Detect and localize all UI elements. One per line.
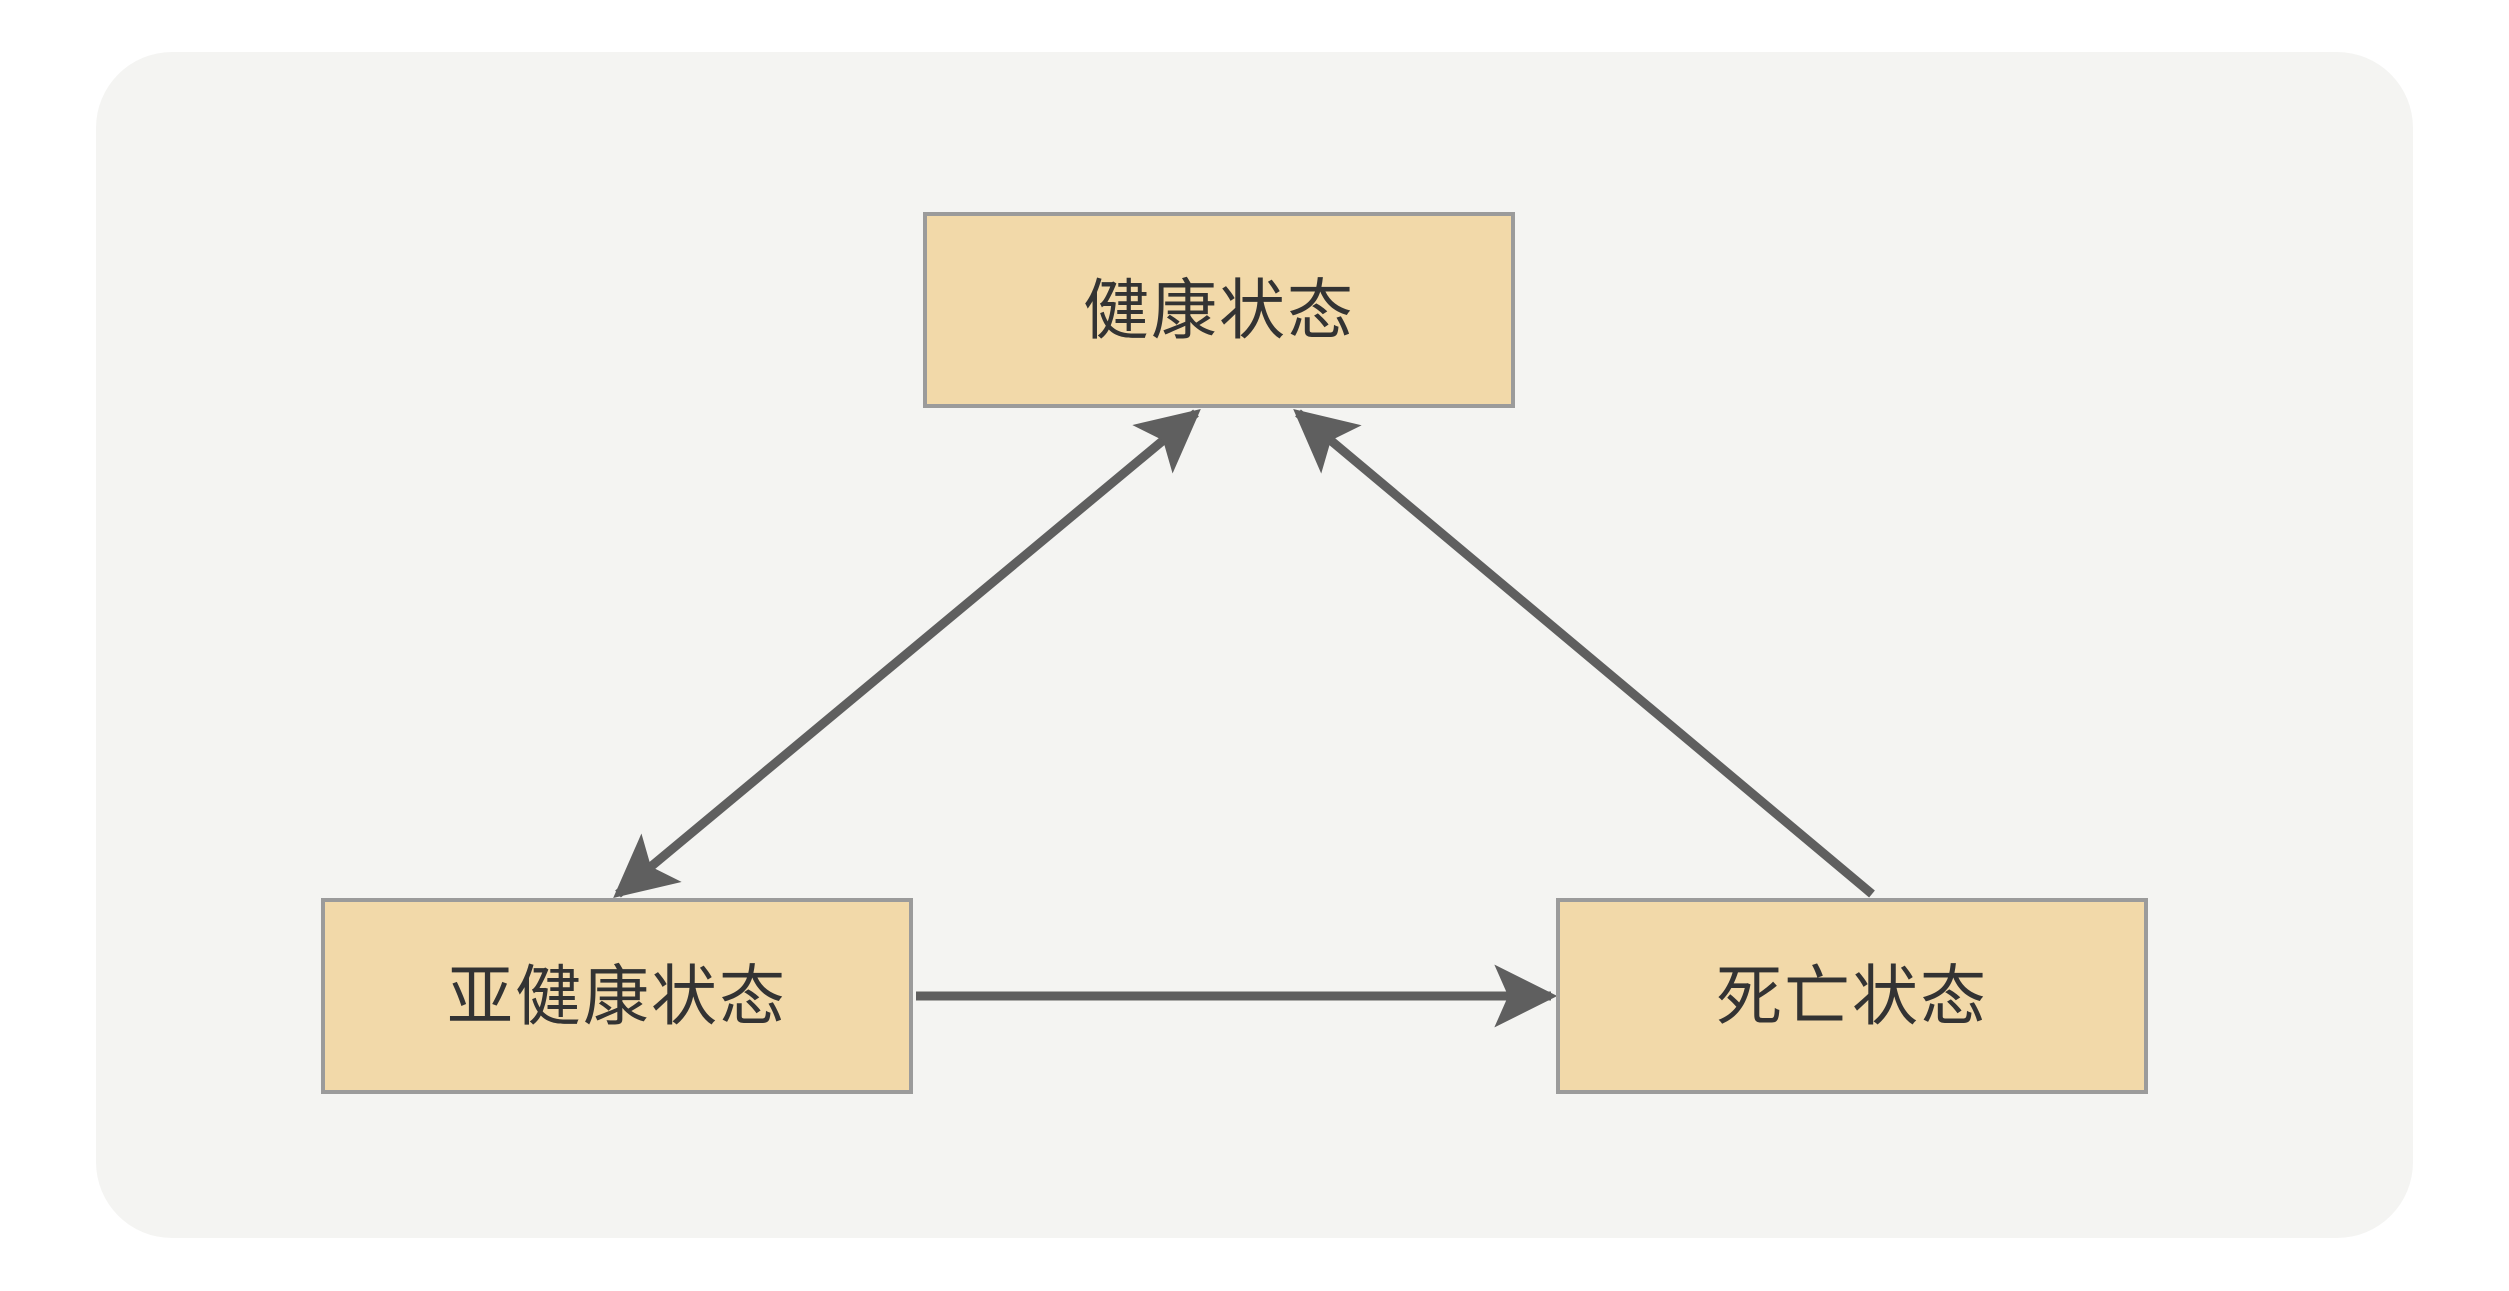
node-healthy-state-label: 健康状态 <box>1083 273 1355 347</box>
node-dead-state[interactable]: 死亡状态 <box>1556 898 2148 1094</box>
node-subhealthy-state-label: 亚健康状态 <box>447 959 787 1033</box>
node-healthy-state[interactable]: 健康状态 <box>923 212 1515 408</box>
node-subhealthy-state[interactable]: 亚健康状态 <box>321 898 913 1094</box>
node-dead-state-label: 死亡状态 <box>1716 959 1988 1033</box>
